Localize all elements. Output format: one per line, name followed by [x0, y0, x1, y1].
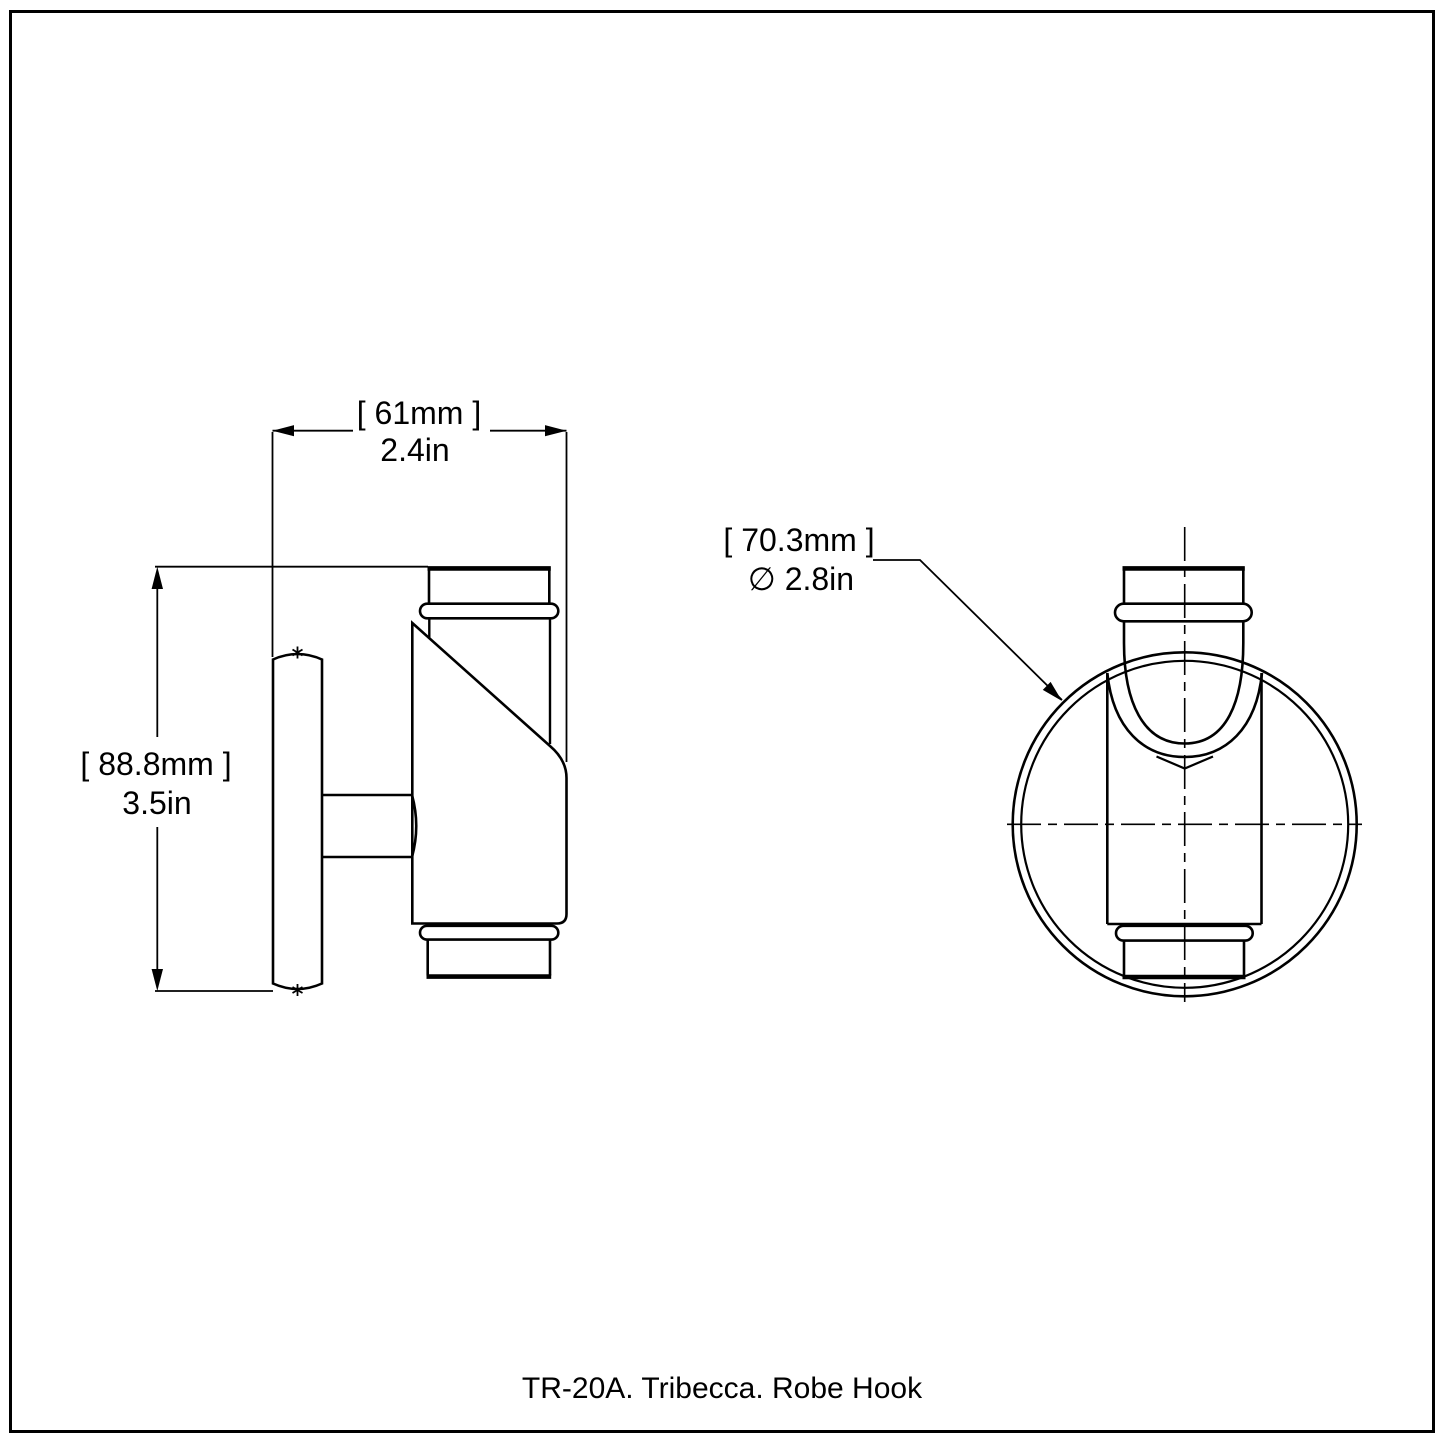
height-dimension-metric-label: [ 88.8mm ]	[78, 746, 234, 782]
diameter-dimension-metric-label: [ 70.3mm ]	[721, 522, 877, 558]
bottom-collar-side	[418, 924, 560, 941]
backplate-outline	[271, 652, 324, 991]
drawing-caption: TR-20A. Tribecca. Robe Hook	[521, 1372, 923, 1405]
top-collar-front	[1113, 602, 1253, 623]
backplate-outer-circle	[1011, 650, 1358, 998]
width-dimension-arrows	[272, 425, 567, 437]
asterisk-mark-bottom	[292, 984, 303, 996]
post-body-front	[1106, 673, 1263, 926]
width-dimension-imperial-label: 2.4in	[378, 432, 452, 468]
height-dimension-imperial-label: 3.5in	[120, 785, 194, 821]
width-dimension-metric-label: [ 61mm ]	[354, 395, 484, 431]
top-cap-side	[427, 566, 551, 604]
hook-tube-inner-curve	[1122, 621, 1245, 745]
height-dimension-line	[155, 565, 428, 992]
diameter-dimension-imperial-label: ∅ 2.8in	[745, 561, 857, 597]
side-view	[151, 425, 568, 996]
diameter-leader-arrow	[1042, 681, 1062, 701]
diameter-leader-line	[873, 559, 1063, 701]
asterisk-mark-top	[292, 646, 303, 659]
bottom-cap-front	[1122, 940, 1246, 980]
top-collar-side	[418, 602, 560, 620]
hook-tip-notch	[1156, 755, 1214, 770]
bottom-cap-side	[426, 939, 552, 979]
drawing-border	[9, 10, 1435, 1433]
width-dimension-line	[271, 429, 568, 762]
hook-tube-outer-curve	[1106, 672, 1264, 759]
mounting-stem	[322, 793, 418, 859]
backplate-inner-circle	[1020, 659, 1350, 989]
height-dimension-arrows	[151, 566, 163, 991]
bottom-collar-front	[1114, 924, 1254, 942]
hook-body-outline	[411, 620, 568, 925]
top-cap-front	[1122, 566, 1245, 604]
centerlines	[1007, 527, 1362, 1002]
front-view	[873, 527, 1362, 1002]
